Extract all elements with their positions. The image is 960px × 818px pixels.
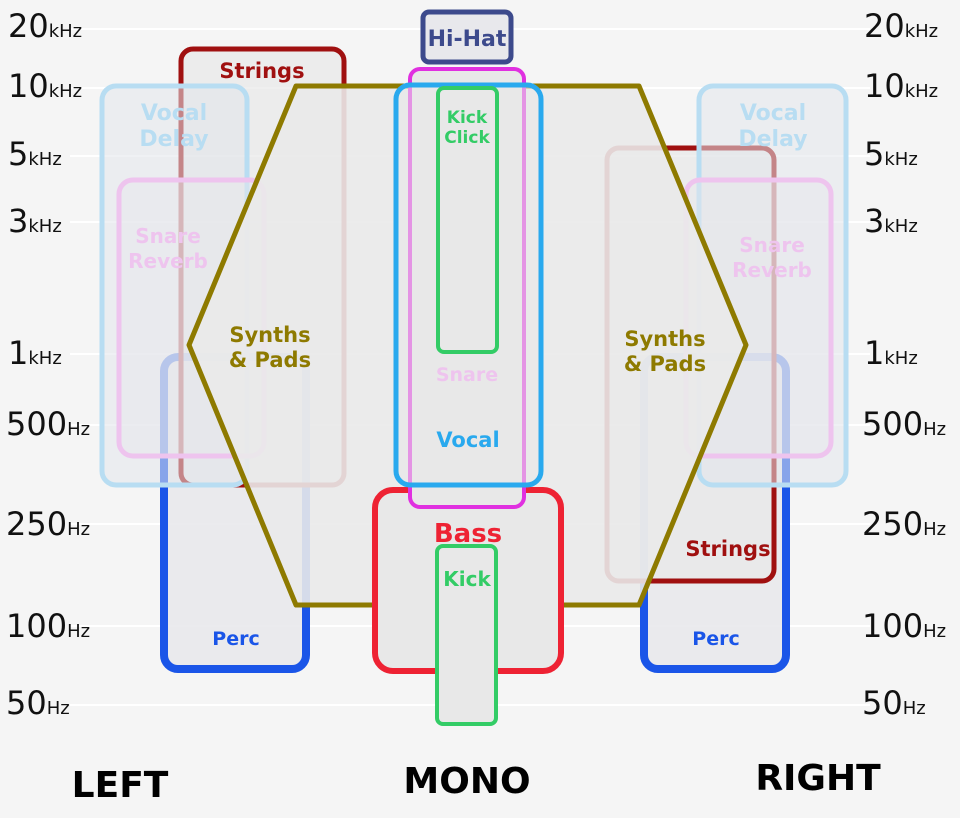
snare-reverb-left-label-line1: Snare [135,224,201,248]
snare-reverb-right-label-line1: Snare [739,233,805,257]
position-left-label: LEFT [72,765,169,806]
freq-label-1khz-left: 1kHz [8,334,62,372]
position-mono-label: MONO [403,761,530,802]
bass-label: Bass [434,519,502,549]
perc-left-label: Perc [212,628,259,650]
freq-label-250hz-left: 250Hz [6,505,90,543]
freq-label-20khz-right: 20kHz [864,7,938,45]
vocal-delay-right-label-line2: Delay [738,127,807,152]
frequency-labels-left: 20kHz 10kHz 5kHz 3kHz 1kHz 500Hz 250Hz 1… [6,7,90,722]
snare-label: Snare [436,364,498,386]
synths-pads-left-label-line1: Synths [229,323,310,347]
kick-click-label-line1: Kick [447,108,488,128]
freq-label-50hz-right: 50Hz [862,684,926,722]
freq-label-10khz-left: 10kHz [8,67,82,105]
kick-box [435,544,498,726]
hihat-label: Hi-Hat [428,27,507,52]
freq-label-100hz-left: 100Hz [6,607,90,645]
freq-label-10khz-right: 10kHz [864,67,938,105]
snare-reverb-right-label-line2: Reverb [732,258,812,282]
vocal-label: Vocal [436,428,499,452]
freq-label-3khz-right: 3kHz [864,202,918,240]
synths-pads-right-label-line1: Synths [624,327,705,351]
freq-label-250hz-right: 250Hz [862,505,946,543]
frequency-labels-right: 20kHz 10kHz 5kHz 3kHz 1kHz 500Hz 250Hz 1… [862,7,946,722]
synths-pads-right-label-line2: & Pads [624,352,706,376]
kick-label: Kick [443,567,491,591]
strings-right-label: Strings [685,537,770,561]
strings-left-label: Strings [219,59,304,83]
position-right-label: RIGHT [755,758,881,799]
freq-label-5khz-right: 5kHz [864,135,918,173]
freq-label-100hz-right: 100Hz [862,607,946,645]
freq-label-3khz-left: 3kHz [8,202,62,240]
kick-click-label-line2: Click [444,128,490,148]
freq-label-20khz-left: 20kHz [8,7,82,45]
vocal-delay-right-label-line1: Vocal [740,101,806,126]
perc-right-label: Perc [692,628,739,650]
kick-click-box [436,86,499,354]
freq-label-1khz-right: 1kHz [864,334,918,372]
vocal-delay-left-label-line1: Vocal [141,101,207,126]
freq-label-500hz-right: 500Hz [862,405,946,443]
freq-label-5khz-left: 5kHz [8,135,62,173]
freq-label-50hz-left: 50Hz [6,684,70,722]
synths-pads-left-label-line2: & Pads [229,348,311,372]
hihat-box [420,9,514,65]
snare-reverb-left-label-line2: Reverb [128,249,208,273]
vocal-delay-left-label-line2: Delay [139,127,208,152]
freq-label-500hz-left: 500Hz [6,405,90,443]
